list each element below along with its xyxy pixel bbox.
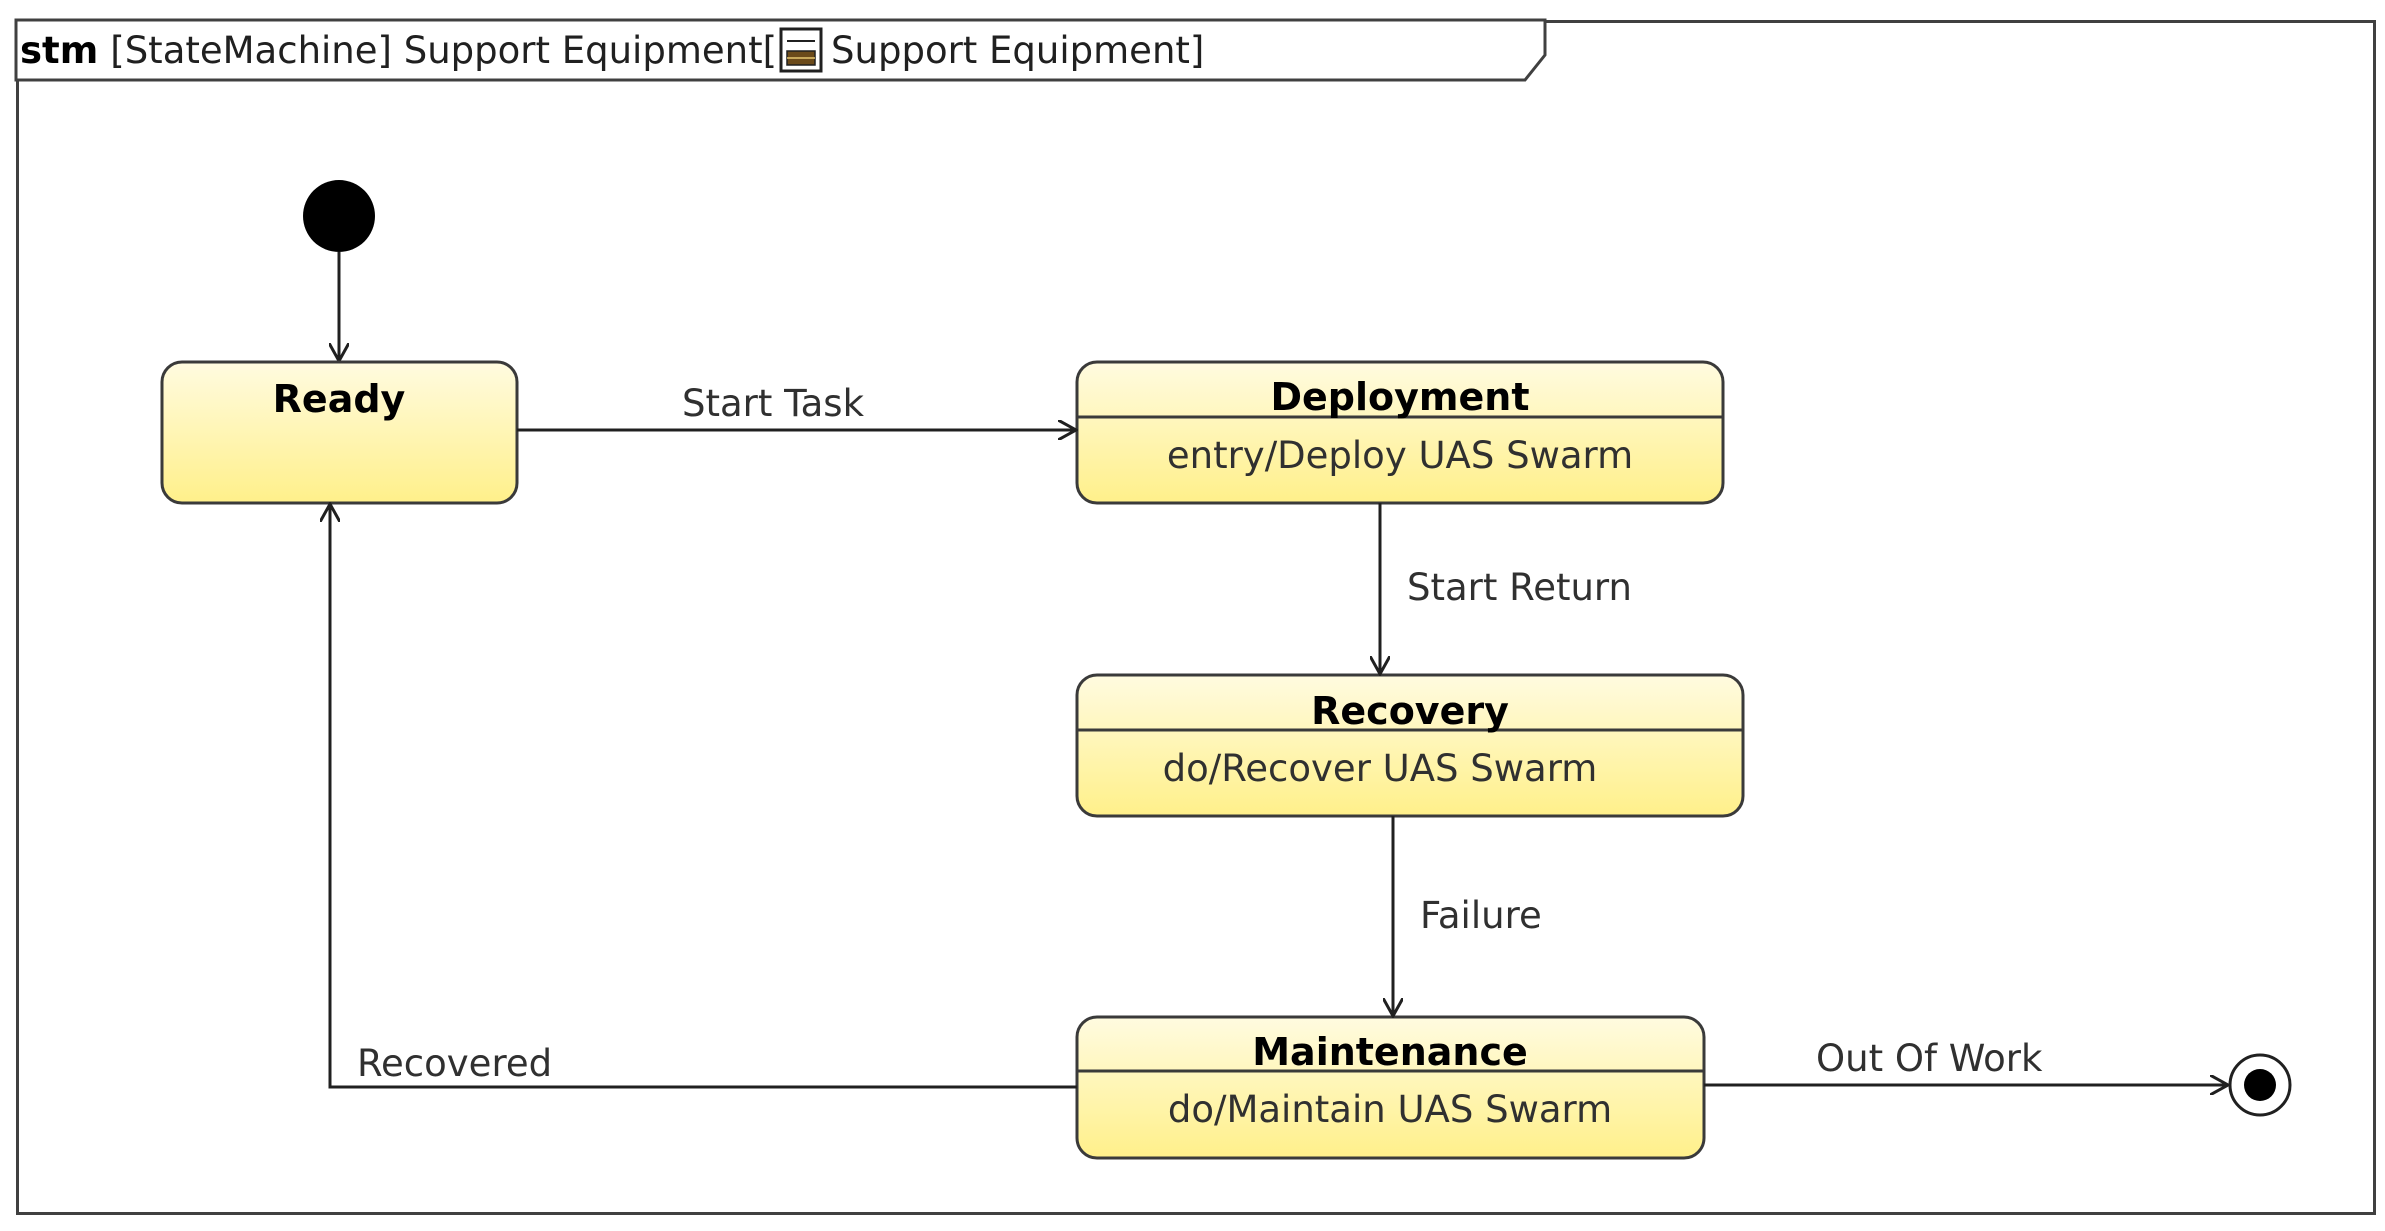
state-deployment-behavior: entry/Deploy UAS Swarm bbox=[1167, 434, 1633, 477]
state-deployment[interactable]: Deployment entry/Deploy UAS Swarm bbox=[1075, 360, 1725, 505]
transition-recovered-label: Recovered bbox=[357, 1042, 552, 1085]
state-maintenance-name: Maintenance bbox=[1252, 1030, 1528, 1074]
frame-header: stm [StateMachine] Support Equipment[ Su… bbox=[20, 22, 1204, 78]
state-maintenance-behavior: do/Maintain UAS Swarm bbox=[1168, 1088, 1612, 1131]
frame-title-block: Support Equipment] bbox=[831, 28, 1205, 72]
frame-keyword: stm bbox=[20, 28, 99, 72]
transition-recovered[interactable] bbox=[330, 504, 1077, 1089]
state-recovery-name: Recovery bbox=[1311, 689, 1509, 733]
frame-title-prefix: [StateMachine] Support Equipment[ bbox=[110, 28, 778, 72]
transition-failure-label: Failure bbox=[1420, 894, 1542, 937]
state-maintenance[interactable]: Maintenance do/Maintain UAS Swarm bbox=[1075, 1015, 1706, 1160]
transition-start-task-label: Start Task bbox=[682, 382, 865, 425]
state-recovery[interactable]: Recovery do/Recover UAS Swarm bbox=[1075, 673, 1745, 818]
state-ready-name: Ready bbox=[273, 377, 406, 421]
transition-out-of-work-label: Out Of Work bbox=[1816, 1037, 2043, 1080]
block-icon bbox=[779, 27, 823, 73]
state-deployment-name: Deployment bbox=[1270, 375, 1529, 419]
state-ready[interactable]: Ready bbox=[160, 360, 519, 505]
final-node-icon[interactable] bbox=[2228, 1053, 2292, 1117]
initial-node-icon[interactable] bbox=[303, 180, 375, 252]
state-recovery-behavior: do/Recover UAS Swarm bbox=[1163, 747, 1598, 790]
transition-start-return-label: Start Return bbox=[1407, 566, 1632, 609]
